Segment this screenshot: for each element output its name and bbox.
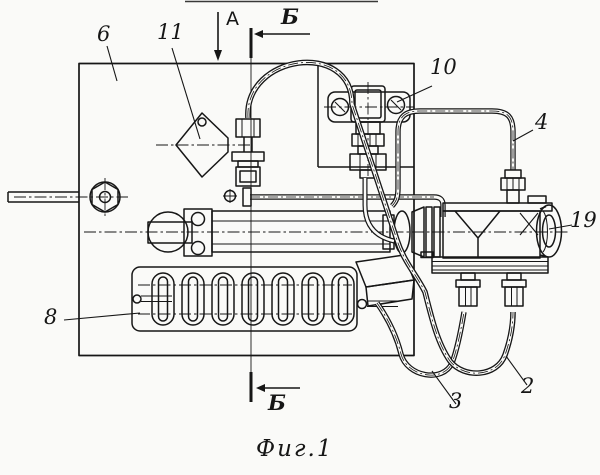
valve-bracket bbox=[327, 85, 411, 179]
part-label-8: 8 bbox=[44, 305, 58, 329]
damper-diamond bbox=[175, 112, 229, 178]
view-arrow-a bbox=[214, 12, 222, 61]
part-label-4: 4 bbox=[535, 110, 549, 134]
cylinder-assembly bbox=[147, 208, 391, 257]
flange-fitting-right bbox=[501, 272, 527, 307]
pipe-3 bbox=[374, 301, 467, 378]
float-bowl-bracket bbox=[355, 254, 415, 310]
carburettor-body bbox=[420, 195, 563, 307]
part-label-6: 6 bbox=[97, 22, 111, 46]
part-label-2: 2 bbox=[521, 374, 535, 398]
part-label-19: 19 bbox=[570, 208, 597, 232]
part-label-10: 10 bbox=[430, 55, 457, 79]
feed-arc-and-pipe-2 bbox=[245, 59, 516, 376]
coils bbox=[151, 272, 355, 326]
part-label-11: 11 bbox=[157, 20, 184, 44]
flange-fitting-left bbox=[455, 272, 481, 307]
section-label-b-top: Б bbox=[281, 4, 299, 29]
bracket-outlet-tube bbox=[362, 178, 395, 244]
section-mark-b-top bbox=[249, 28, 310, 58]
spray-nozzle bbox=[223, 118, 265, 207]
section-mark-b-bottom bbox=[249, 372, 300, 402]
drive-shaft bbox=[7, 181, 121, 213]
leader-lines bbox=[63, 45, 573, 405]
pipe-4 bbox=[390, 108, 526, 208]
figure-caption: Фиг.1 bbox=[256, 436, 334, 462]
part-label-3: 3 bbox=[449, 389, 463, 413]
view-label-a: А bbox=[226, 8, 239, 30]
section-label-b-bottom: Б bbox=[268, 390, 286, 415]
coil-box bbox=[131, 266, 358, 332]
